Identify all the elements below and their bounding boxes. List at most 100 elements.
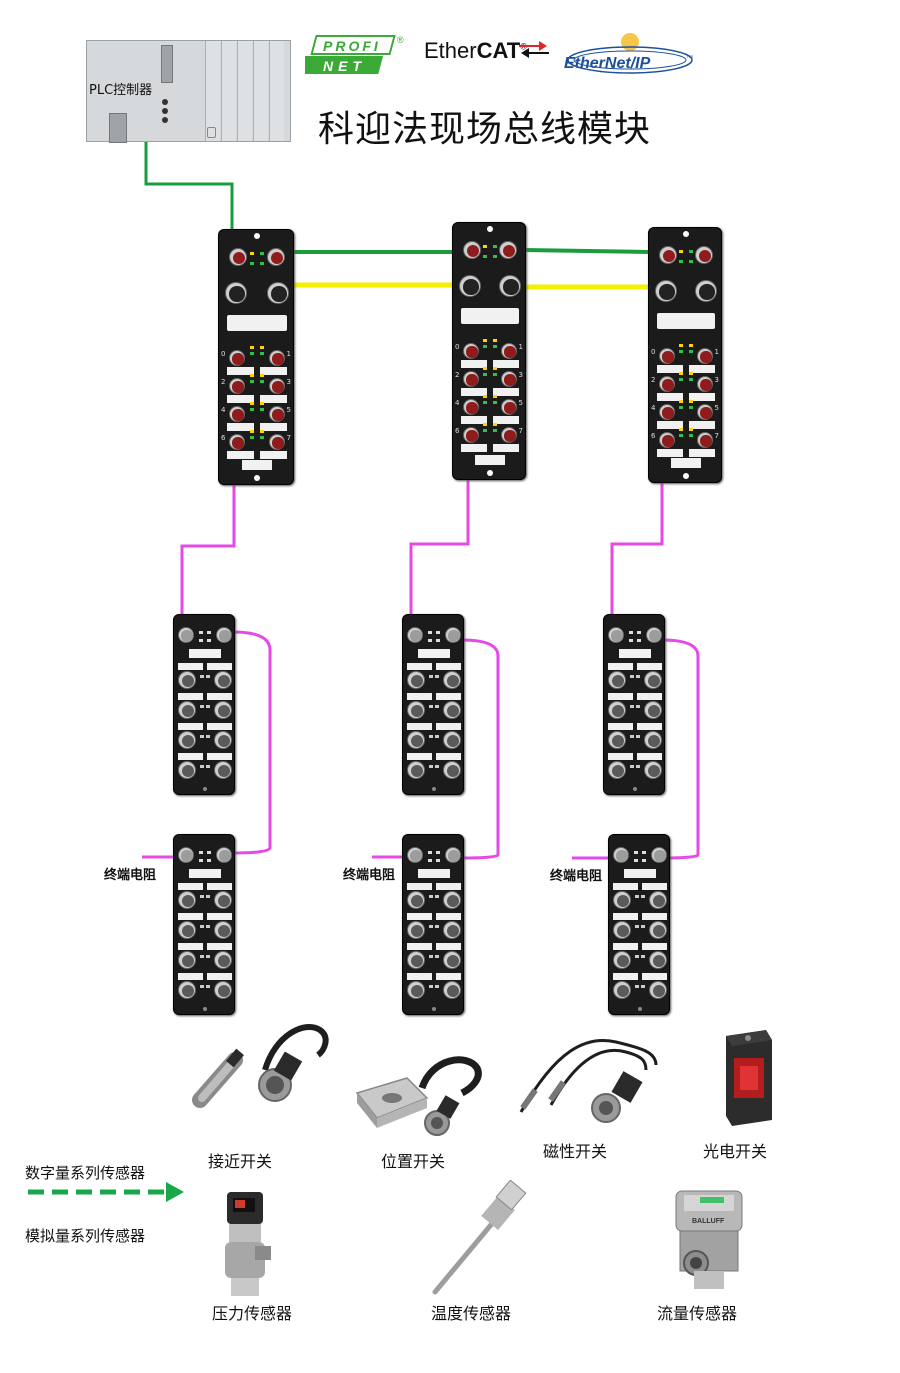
m12-port	[651, 847, 667, 863]
status-led	[493, 373, 497, 376]
status-led	[436, 851, 440, 854]
m12-port	[649, 921, 667, 939]
port-number: 4	[651, 404, 656, 412]
m12-port	[214, 891, 232, 909]
temperature-sensor-label: 温度传感器	[431, 1304, 512, 1323]
m12-port	[697, 404, 713, 420]
status-led	[493, 339, 497, 342]
hub-label-plate	[624, 869, 656, 878]
channel-label	[613, 883, 638, 890]
channel-label	[207, 663, 232, 670]
m12-port	[501, 343, 517, 359]
status-led	[250, 408, 254, 411]
channel-label	[260, 395, 287, 403]
status-led	[207, 859, 211, 862]
mount-hole	[254, 233, 260, 239]
status-led	[637, 631, 641, 634]
status-led	[200, 925, 204, 928]
status-led	[635, 955, 639, 958]
channel-label	[642, 973, 667, 980]
m12-port	[178, 731, 196, 749]
legend-analog: 模拟量系列传感器	[25, 1227, 146, 1245]
m12-port	[214, 951, 232, 969]
m12-port	[178, 951, 196, 969]
iolink-cable-3	[610, 481, 664, 615]
m12-port	[178, 627, 194, 643]
status-led	[436, 631, 440, 634]
channel-label	[436, 913, 461, 920]
hub-label-plate	[619, 649, 651, 658]
channel-label	[637, 753, 662, 760]
channel-label	[689, 393, 715, 401]
m12-port	[229, 434, 245, 450]
status-led	[483, 395, 487, 398]
status-led	[200, 765, 204, 768]
m12-port	[697, 348, 713, 364]
status-led	[429, 675, 433, 678]
m12-port	[443, 951, 461, 969]
m12-port	[499, 275, 521, 297]
status-led	[428, 859, 432, 862]
channel-label	[436, 663, 461, 670]
status-led	[429, 955, 433, 958]
status-led	[635, 985, 639, 988]
channel-label	[407, 943, 432, 950]
svg-text:BALLUFF: BALLUFF	[692, 1218, 725, 1225]
m12-port	[659, 348, 675, 364]
position-switch-label: 位置开关	[381, 1152, 446, 1171]
channel-label	[689, 365, 715, 373]
port-number: 0	[455, 343, 460, 351]
terminator-label-3: 终端电阻	[550, 869, 603, 884]
m12-port	[443, 731, 461, 749]
ethernetip-logo: EtherNet/IP ™	[564, 33, 693, 74]
status-led	[207, 639, 211, 642]
plc-connector	[109, 113, 127, 143]
status-led	[679, 378, 683, 381]
module-label-plate	[227, 315, 287, 331]
m12-port	[214, 731, 232, 749]
m12-port	[501, 399, 517, 415]
m12-port	[216, 847, 232, 863]
status-led	[630, 675, 634, 678]
status-led	[429, 925, 433, 928]
m12-port	[649, 951, 667, 969]
status-led	[493, 401, 497, 404]
m12-port	[407, 847, 423, 863]
channel-label	[207, 973, 232, 980]
channel-label	[207, 943, 232, 950]
channel-label	[207, 723, 232, 730]
m12-port	[407, 627, 423, 643]
pressure-sensor-image	[225, 1192, 271, 1296]
m12-port	[644, 731, 662, 749]
status-led	[483, 429, 487, 432]
status-led	[483, 345, 487, 348]
status-led	[429, 985, 433, 988]
m12-port	[269, 434, 285, 450]
m12-port	[443, 921, 461, 939]
mount-hole	[254, 475, 260, 481]
m12-port	[608, 701, 626, 719]
status-led	[483, 401, 487, 404]
channel-label	[657, 365, 683, 373]
status-led	[689, 250, 693, 253]
m12-port	[649, 891, 667, 909]
plc-controller: PLC控制器	[86, 40, 291, 143]
port-number: 6	[455, 427, 460, 435]
status-led	[630, 735, 634, 738]
m12-port	[407, 761, 425, 779]
m12-port	[269, 350, 285, 366]
status-led	[260, 402, 264, 405]
channel-label	[613, 913, 638, 920]
port-number: 3	[286, 378, 291, 386]
channel-label	[642, 913, 667, 920]
status-led	[260, 380, 264, 383]
channel-label	[608, 753, 633, 760]
channel-label	[227, 451, 254, 459]
channel-label	[436, 723, 461, 730]
page-title: 科迎法现场总线模块	[318, 109, 652, 150]
ethercat-arrows-icon	[519, 41, 549, 58]
m12-port	[229, 378, 245, 394]
status-led	[199, 631, 203, 634]
channel-label	[407, 693, 432, 700]
status-led	[260, 352, 264, 355]
